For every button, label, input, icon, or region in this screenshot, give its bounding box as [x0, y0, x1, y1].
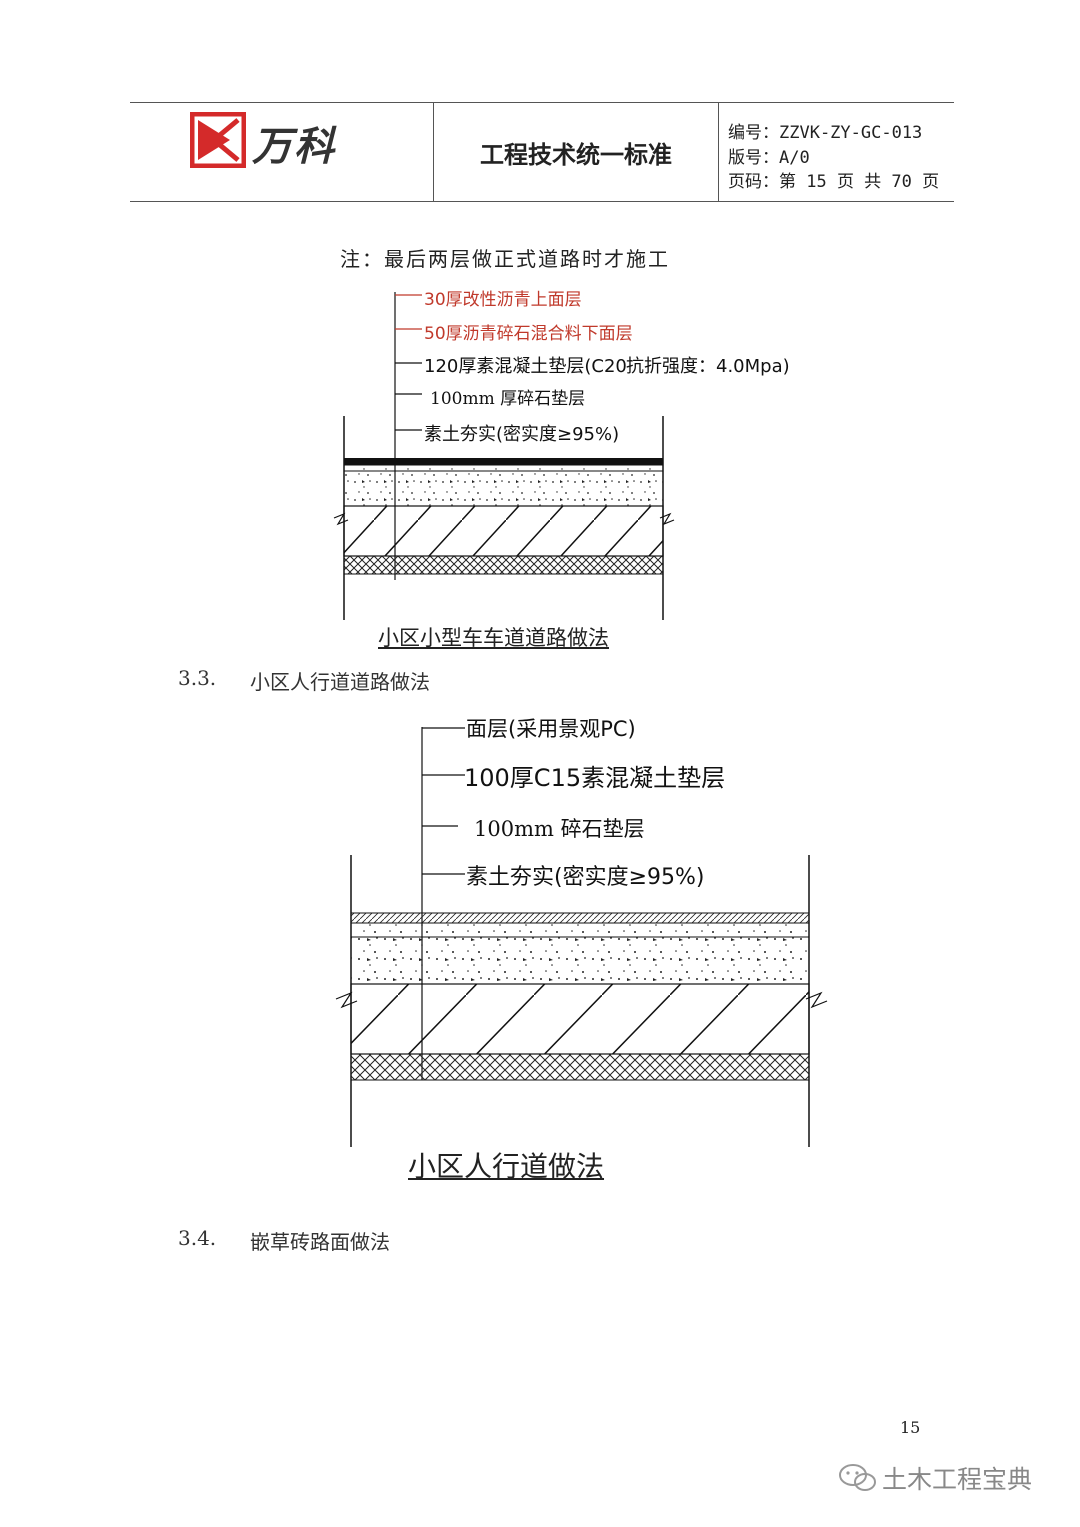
vanke-logo: 万科 — [190, 110, 390, 172]
section-3-3-number: 3.3. — [178, 666, 217, 690]
layer2-label-2: 100厚C15素混凝土垫层 — [464, 764, 726, 792]
break-mark-left-2 — [335, 991, 358, 1009]
concrete-layer-2 — [350, 936, 810, 985]
concrete-layer — [343, 470, 664, 507]
header-bottom-rule — [130, 201, 954, 202]
section-3-4-number: 3.4. — [178, 1226, 217, 1250]
header-divider-1 — [433, 102, 434, 202]
vanke-logo-icon — [190, 112, 246, 168]
layer1-label-4: 100mm 厚碎石垫层 — [430, 389, 586, 409]
layer2-label-1: 面层(采用景观PC) — [466, 717, 636, 741]
doc-code: 编号：ZZVK-ZY-GC-013 — [728, 123, 923, 143]
layer2-label-3: 100mm 碎石垫层 — [474, 817, 645, 841]
logo-text: 万科 — [252, 124, 336, 170]
break-mark-right-2 — [805, 991, 828, 1009]
diagram2-caption: 小区人行道做法 — [408, 1150, 605, 1183]
diagram1-caption: 小区小型车车道道路做法 — [378, 626, 609, 650]
layer1-label-3b: 抗折强度：4.0Mpa) — [626, 356, 790, 377]
layer1-label-5: 素土夯实(密实度≥95%) — [424, 424, 620, 445]
asphalt-layer — [344, 458, 663, 465]
layer1-label-3: 120厚素混凝土垫层(C20 — [424, 356, 627, 377]
section-3-3-title: 小区人行道道路做法 — [250, 670, 430, 694]
sidewalk-section-diagram — [335, 727, 828, 1147]
soil-layer — [343, 555, 664, 575]
section-3-4-title: 嵌草砖路面做法 — [250, 1230, 390, 1254]
break-mark-right — [659, 512, 675, 526]
wechat-icon — [839, 1464, 876, 1491]
page-number: 15 — [900, 1418, 921, 1437]
header-top-rule — [130, 102, 954, 103]
gravel-layer-2 — [350, 983, 810, 1055]
header-divider-2 — [718, 102, 719, 202]
layer1-label-1: 30厚改性沥青上面层 — [424, 290, 582, 310]
soil-layer-2 — [350, 1053, 810, 1081]
layer1-label-2: 50厚沥青碎石混合料下面层 — [424, 324, 633, 344]
gravel-layer — [343, 505, 664, 557]
asphalt-lower-layer — [343, 464, 664, 472]
construction-note: 注：最后两层做正式道路时才施工 — [340, 247, 670, 271]
document-title: 工程技术统一标准 — [480, 141, 672, 169]
paver-layer — [350, 912, 810, 924]
doc-page: 页码：第 15 页 共 70 页 — [728, 172, 940, 192]
break-mark-left — [333, 512, 349, 526]
bedding-layer — [350, 922, 810, 938]
layer2-label-4: 素土夯实(密实度≥95%) — [466, 865, 705, 890]
doc-version: 版号：A/0 — [728, 148, 810, 168]
watermark: 土木工程宝典 — [838, 1460, 1058, 1496]
watermark-text: 土木工程宝典 — [882, 1465, 1033, 1494]
vehicle-road-section-diagram — [333, 292, 675, 620]
